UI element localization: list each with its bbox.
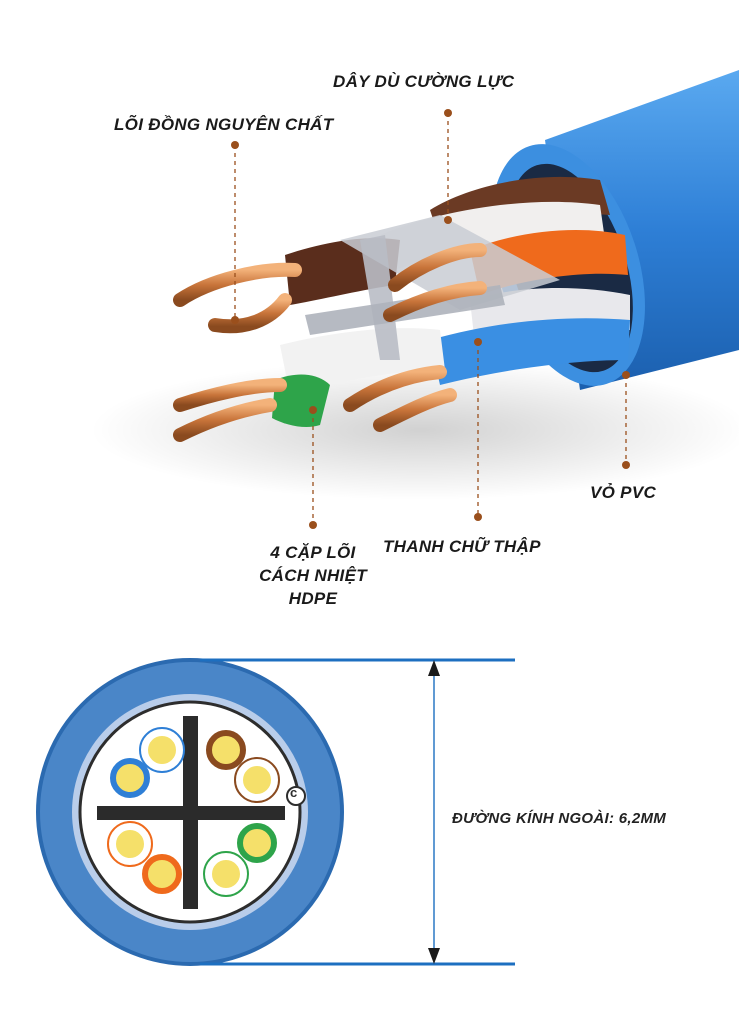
- green-pair: [272, 374, 330, 428]
- label-outer-diameter: ĐƯỜNG KÍNH NGOÀI: 6,2MM: [452, 810, 667, 827]
- white-green-wire: [280, 328, 445, 395]
- cross-section: [36, 658, 344, 966]
- label-pairs-line2: CÁCH NHIỆT: [259, 566, 367, 585]
- callout-dots: [231, 109, 630, 529]
- copper-conductor: [173, 262, 302, 307]
- rip-cord-icon: [286, 786, 306, 806]
- conductor-pairs: [107, 727, 280, 897]
- copper-conductor: [173, 398, 277, 442]
- label-pairs-line3: HDPE: [288, 589, 338, 608]
- copper-conductor: [373, 388, 457, 432]
- copper-conductor: [343, 365, 447, 412]
- callout-lines: [234, 113, 627, 525]
- cross-filler-vertical: [360, 235, 400, 360]
- arrow-head-bottom: [428, 948, 440, 964]
- label-pairs-line1: 4 CẶP LÕI: [270, 543, 356, 562]
- copper-conductor: [383, 281, 487, 322]
- label-rip-cord: DÂY DÙ CƯỜNG LỰC: [333, 72, 515, 91]
- dimension-lines: [200, 658, 515, 966]
- label-copper-core: LÕI ĐỒNG NGUYÊN CHẤT: [114, 115, 334, 134]
- copper-conductor: [173, 378, 287, 412]
- copper-conductor: [388, 243, 487, 292]
- cable-shadow: [90, 360, 739, 500]
- label-pvc-jacket: VỎ PVC: [590, 483, 657, 502]
- blue-pair: [430, 318, 630, 385]
- copper-conductor: [208, 293, 292, 334]
- arrow-head-top: [428, 660, 440, 676]
- rip-cord-glyph: c: [290, 785, 298, 800]
- label-cross-filler: THANH CHỮ THẬP: [383, 537, 541, 556]
- cross-filler-section-h: [97, 806, 285, 820]
